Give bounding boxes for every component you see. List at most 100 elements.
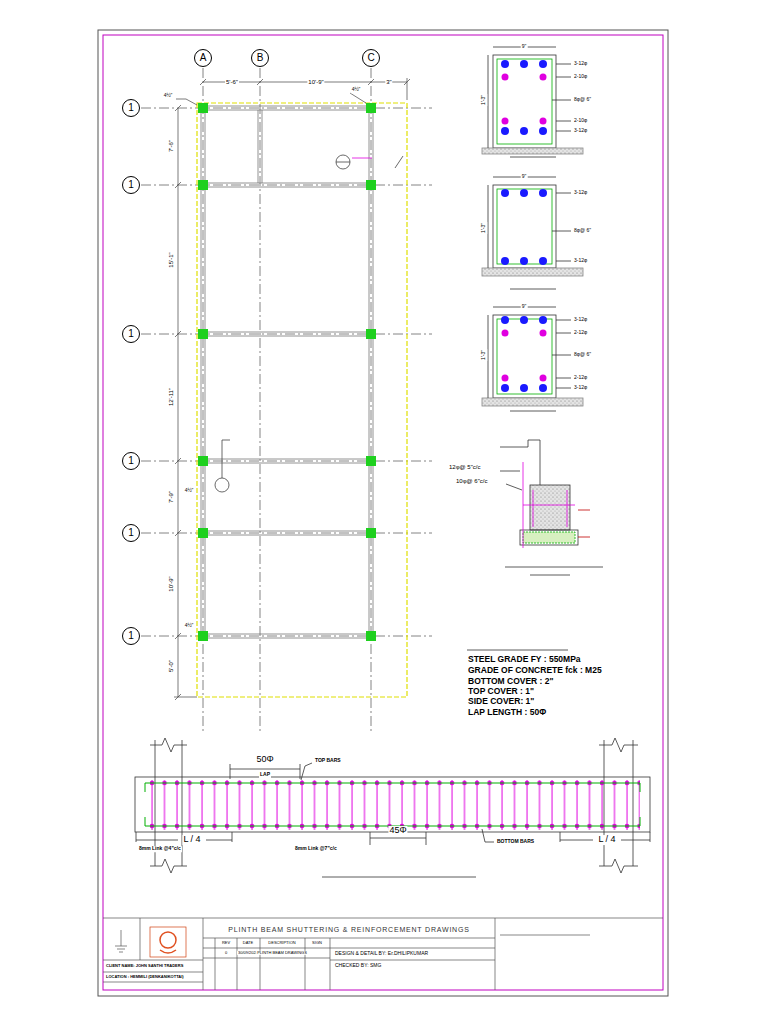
rebar-dots-part-part <box>502 375 509 382</box>
rebar-dots-part-part <box>539 127 547 135</box>
spec-note: BOTTOM COVER : 2" <box>467 677 555 686</box>
beam-section-part <box>552 355 571 356</box>
title-block-part <box>103 918 663 919</box>
dimension: 9" <box>521 44 528 50</box>
columns <box>198 103 376 641</box>
dimension: 5'-6" <box>225 79 239 86</box>
rebar-dots-part-part <box>520 257 528 265</box>
dimension: 12'-11" <box>168 387 175 407</box>
dimension: 9" <box>521 304 528 310</box>
beam-elevation-part <box>426 832 427 845</box>
dimension: 7'-6" <box>168 139 175 153</box>
plinth-beams-part <box>208 634 366 635</box>
grid-lines-part <box>141 461 432 462</box>
columns-part <box>198 456 208 466</box>
plinth-beams-part <box>208 183 366 184</box>
beam-elevation-part <box>136 840 178 841</box>
table-cell: 0 <box>224 951 228 955</box>
dimension-lines-part <box>350 93 366 103</box>
footing-outline <box>197 103 407 697</box>
notes-rule <box>467 650 568 651</box>
dimension: 15'-1" <box>168 251 175 268</box>
footing-detail-part <box>578 510 590 511</box>
dimension-lines-part <box>178 108 179 697</box>
title-block-part <box>203 958 330 959</box>
beam-section-part <box>488 315 489 398</box>
grid-lines-part <box>141 636 432 637</box>
rebar-dots-part-part <box>539 384 547 392</box>
title-block-part <box>150 927 186 957</box>
plinth-beams-part <box>201 113 202 631</box>
sheet-title: PLINTH BEAM SHUTTERING & REINFORCEMENT D… <box>227 926 470 934</box>
footing-detail-part <box>506 484 522 490</box>
rebar-dots-part-part <box>539 189 547 197</box>
beam-section-part <box>552 100 571 101</box>
dimension-lines-part <box>175 331 181 337</box>
dimension-lines-part <box>176 99 197 105</box>
beam-elevation-part <box>150 859 187 873</box>
title-block-part <box>103 972 203 973</box>
footing-detail-part <box>523 532 575 543</box>
grid-bubble: 1 <box>122 99 140 117</box>
columns-part <box>366 180 376 190</box>
footing-detail-part <box>530 485 570 530</box>
rebar-dots-part-part <box>539 316 547 324</box>
grid-lines-part <box>141 185 432 186</box>
beam-section-part <box>497 319 552 394</box>
beam-elevation-part <box>482 829 494 842</box>
beam-section-part <box>510 289 556 290</box>
footing-detail-part <box>578 537 590 538</box>
footing-detail <box>500 440 603 575</box>
beam-section-part <box>556 333 571 334</box>
rebar-note: 8φ@ 6" <box>573 352 592 358</box>
rebar-dots-part-part <box>502 74 509 81</box>
plan-symbols-part <box>222 440 230 441</box>
annotation: LAP <box>259 772 271 778</box>
rebar-dots-part-part <box>502 330 509 337</box>
dimension-lines-part <box>175 182 181 188</box>
rebar-note: 3-12φ <box>573 317 588 323</box>
rebar-dots-part-part <box>502 118 509 125</box>
rebar-dots-part-part <box>520 127 528 135</box>
beam-elevation-part <box>560 840 593 841</box>
beam-section-part <box>556 378 571 379</box>
rebar-dots-part-part <box>501 384 509 392</box>
grid-lines-part <box>141 533 432 534</box>
beam-section-part <box>497 59 552 144</box>
title-block-part <box>119 952 123 953</box>
beam-section-part <box>510 157 556 158</box>
spec-note: TOP COVER : 1" <box>467 687 535 696</box>
dimension: 7'-9" <box>168 490 175 504</box>
dimension-lines-part <box>175 530 181 536</box>
rebar-note: 2-10φ <box>573 74 588 80</box>
title-block-part <box>203 918 204 990</box>
grid-label: 1 <box>128 180 134 190</box>
plinth-beams-part <box>208 459 366 460</box>
title-block-part <box>160 932 176 948</box>
plinth-beams-part <box>208 336 366 337</box>
rebar-note: 2-10φ <box>573 118 588 124</box>
plinth-beams-part <box>208 332 366 333</box>
title-block-part <box>215 938 216 990</box>
sheet-frame <box>98 30 668 996</box>
grid-bubble: 1 <box>122 524 140 542</box>
grid-lines-part <box>260 68 261 732</box>
dimension-lines-part <box>175 633 181 639</box>
footing-detail-part <box>520 530 578 545</box>
grid-bubble: 1 <box>122 176 140 194</box>
plan-symbols-part <box>352 158 372 159</box>
dimension-lines-part <box>257 79 263 85</box>
plan-symbols-part <box>336 155 350 169</box>
grid-bubble: A <box>194 49 212 67</box>
rebar-dots-part-part <box>501 316 509 324</box>
beam-section-part <box>556 320 571 321</box>
plinth-beams-part <box>208 535 366 536</box>
grid-label: 1 <box>128 528 134 538</box>
beam-section-part <box>556 261 571 262</box>
dimension: 4½" <box>163 93 174 99</box>
dimension: 1'-3" <box>481 349 487 361</box>
title-block-part <box>103 982 203 983</box>
title-block-part <box>103 960 203 961</box>
beam-elevation-part <box>300 764 301 779</box>
beam-elevation-part <box>145 783 640 792</box>
